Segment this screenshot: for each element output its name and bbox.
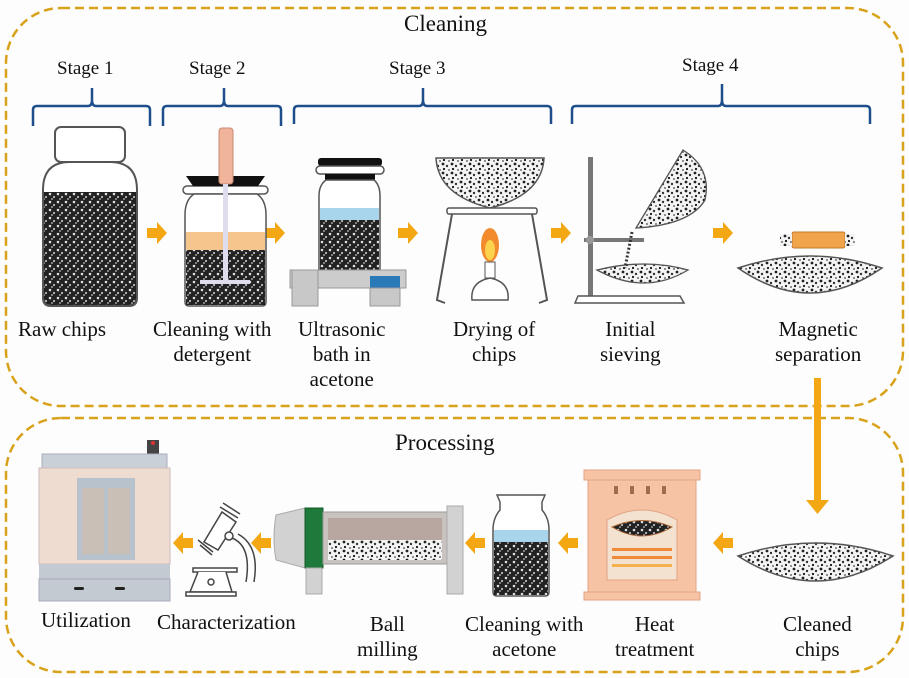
ball-mill-icon [273, 505, 464, 595]
stage-braces [31, 84, 872, 126]
ultrasonic-bath-jar-icon [289, 158, 407, 307]
step-label-initial-sieving: Initial sieving [600, 317, 661, 366]
machine-cabinet-icon [38, 440, 171, 602]
step-label-utilization: Utilization [41, 608, 131, 632]
arrow-left-icon [558, 532, 578, 554]
stage-label-1: Stage 1 [57, 58, 114, 79]
magnet-dish-icon [736, 231, 884, 294]
arrow-left-icon [713, 532, 733, 554]
step-label-characterization: Characterization [157, 610, 296, 634]
step-label-ultrasonic-bath: Ultrasonic bath in acetone [298, 317, 386, 391]
arrow-left-icon [173, 532, 193, 554]
stage-label-4: Stage 4 [682, 55, 739, 76]
brace-stage-2 [161, 88, 283, 126]
dish-of-chips-icon [736, 542, 895, 582]
arrow-right-icon [265, 222, 285, 244]
step-label-raw-chips: Raw chips [18, 317, 107, 341]
arrow-left-icon [251, 532, 271, 554]
furnace-icon [583, 469, 701, 601]
microscope-icon [185, 502, 256, 597]
arrow-right-icon [147, 222, 167, 244]
step-label-cleaned-chips: Cleaned chips [783, 612, 852, 661]
arrow-right-icon [398, 222, 418, 244]
brace-stage-3 [292, 88, 553, 124]
step-label-drying: Drying of chips [453, 317, 536, 366]
step-label-ball-milling: Ball milling [357, 612, 418, 661]
arrow-right-icon [551, 222, 571, 244]
brace-stage-4 [570, 84, 872, 124]
step-label-heat-treatment: Heat treatment [615, 612, 695, 661]
arrow-left-icon [465, 532, 485, 554]
stage-label-2: Stage 2 [189, 58, 246, 79]
step-label-cleaning-detergent: Cleaning with detergent [153, 317, 272, 366]
processing-frame [4, 416, 905, 674]
stage-label-3: Stage 3 [389, 58, 446, 79]
arrow-right-icon [713, 222, 733, 244]
cleaning-frame [4, 6, 905, 408]
processing-section-title: Processing [395, 430, 495, 455]
stirred-jar-detergent-icon [182, 127, 269, 307]
bottle-of-chips-icon [42, 126, 138, 307]
burner-drying-dish-icon [435, 157, 549, 304]
acetone-jar-icon [492, 494, 550, 597]
step-label-magnetic-separation: Magnetic separation [775, 317, 862, 366]
arrow-down-shaft [814, 378, 821, 506]
arrow-down-icon [806, 500, 829, 514]
cleaning-section-title: Cleaning [404, 11, 488, 36]
step-label-cleaning-acetone: Cleaning with acetone [465, 612, 584, 661]
sieving-stand-icon [573, 149, 707, 304]
brace-stage-1 [31, 88, 152, 126]
